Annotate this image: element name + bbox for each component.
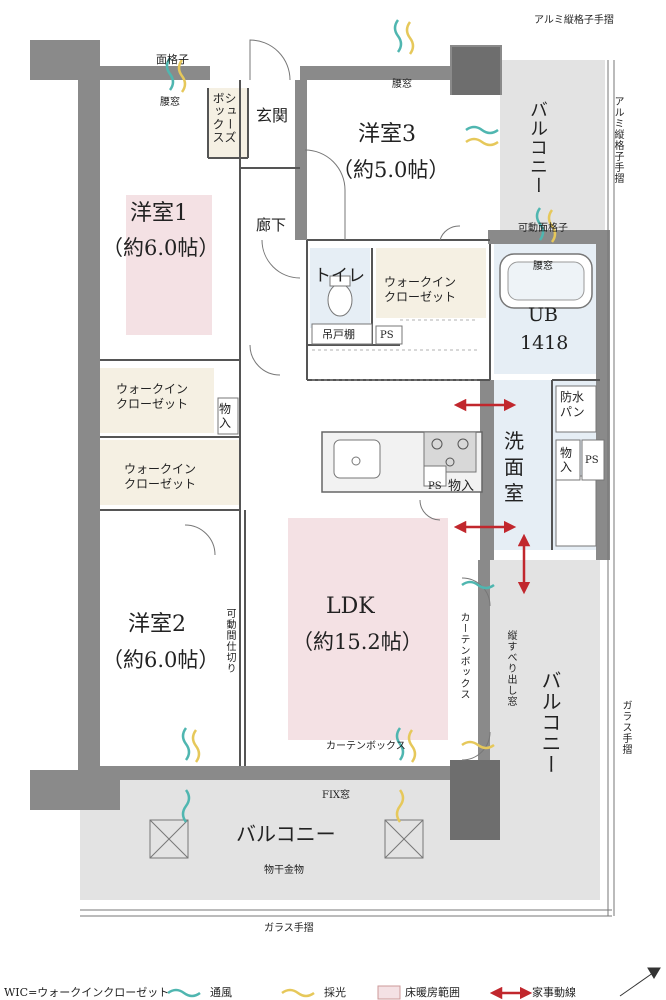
curtain-box-h-label: カーテンボックス	[326, 741, 406, 752]
room-ldk-name: LDK	[326, 594, 375, 619]
men-koshi-label: 面格子	[156, 53, 189, 66]
curtain-box-v-label: カーテンボックス	[458, 612, 469, 700]
compass-icon	[619, 967, 661, 997]
room-ub-name: UB	[528, 304, 558, 326]
legend-light-swatch	[281, 988, 315, 998]
room-ub-size: 1418	[520, 332, 569, 354]
glass-rail-bottom-label: ガラス手摺	[264, 923, 314, 934]
room-western1-size: （約6.0帖）	[102, 236, 220, 260]
storage-label-1: 物入	[219, 402, 232, 430]
hanging-shelf-label: 吊戸棚	[322, 328, 355, 341]
wic3-label: ウォークインクローゼット	[384, 275, 457, 304]
shoebox-fill	[208, 88, 248, 158]
ps-label-3: PS	[585, 455, 599, 466]
wic2-fill	[99, 440, 239, 505]
ps-label-1: PS	[380, 330, 394, 341]
balcony-south-label: バルコニー	[236, 822, 336, 846]
balcony-ne-label: バルコニー	[527, 100, 548, 195]
legend-vent-swatch	[167, 988, 201, 998]
room-ldk-size: （約15.2帖）	[292, 630, 423, 654]
legend-heat-swatch	[377, 985, 401, 1000]
storage-label-2: 物入	[448, 479, 475, 494]
room-western2-size: （約6.0帖）	[102, 648, 220, 672]
storage-label-3: 物入	[560, 446, 573, 474]
room-corridor: 廊下	[256, 216, 287, 234]
glass-rail-side-label: ガラス手摺	[620, 700, 631, 755]
koshimado-label-1: 腰窓	[160, 97, 180, 108]
wic1-fill	[99, 368, 214, 433]
room-western1-name: 洋室1	[130, 201, 188, 226]
waterproof-pan-label: 防水パン	[560, 390, 585, 419]
movable-partition-label: 可動間仕切り	[224, 608, 235, 674]
room-entrance: 玄関	[256, 106, 289, 125]
room-western3-size: （約5.0帖）	[332, 158, 450, 182]
koshimado-label-2: 腰窓	[392, 79, 412, 90]
balcony-east	[490, 560, 600, 900]
balcony-ne	[500, 60, 605, 235]
sink	[333, 439, 381, 479]
legend-housework: 家事動線	[532, 986, 576, 999]
ps-label-2: PS	[428, 481, 442, 492]
shoe-box-label: シューズボックス	[211, 92, 237, 144]
legend-wic-def: WIC=ウォークインクローゼット	[4, 986, 170, 999]
floor-heating-western1	[126, 195, 212, 335]
room-washroom: 洗面室	[504, 429, 524, 505]
legend-floor-heating: 床暖房範囲	[405, 986, 460, 999]
legend-ventilation: 通風	[210, 986, 232, 999]
wic1-label: ウォークインクローゼット	[116, 382, 189, 411]
balcony-south	[80, 780, 520, 900]
movable-lattice-label: 可動面格子	[518, 223, 568, 234]
legend-daylight: 採光	[324, 986, 346, 999]
wic2-label: ウォークインクローゼット	[124, 462, 197, 491]
slide-window-label: 縦すべり出し窓	[505, 630, 516, 707]
toilet-bowl	[327, 283, 353, 317]
room-western2-name: 洋室2	[128, 612, 186, 637]
balcony-east-label: バルコニー	[538, 670, 562, 775]
stove	[423, 431, 477, 473]
aluminum-rail-side-label: アルミ縦格子手摺	[612, 96, 623, 184]
aluminum-rail-top-label: アルミ縦格子手摺	[534, 15, 614, 26]
koshimado-label-3: 腰窓	[533, 261, 553, 272]
wic3-fill	[376, 248, 486, 318]
fix-window-label: FIX窓	[322, 790, 351, 801]
room-western3-name: 洋室3	[358, 122, 416, 147]
room-toilet: トイレ	[314, 266, 365, 286]
clothes-hanger-label: 物干金物	[264, 865, 304, 876]
floor-heating-ldk	[288, 518, 448, 740]
